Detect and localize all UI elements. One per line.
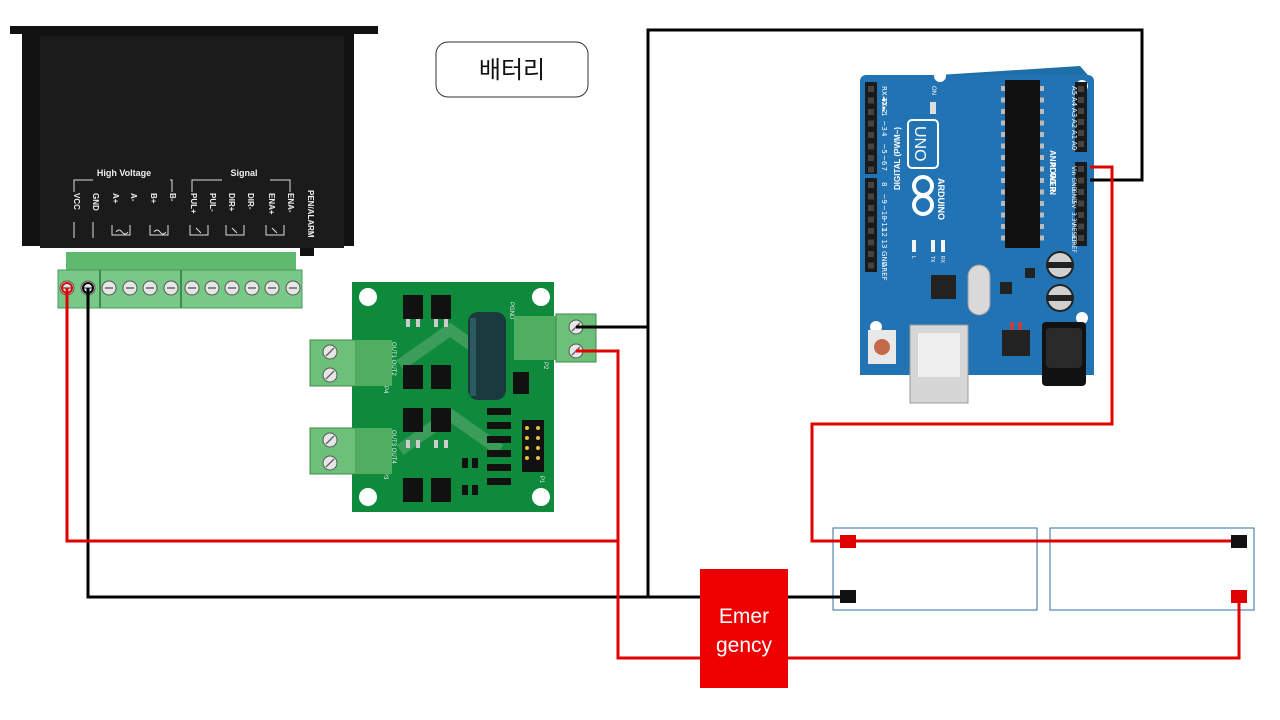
battery2-terminal-positive	[1231, 590, 1247, 603]
battery2-terminal-negative	[1231, 535, 1247, 548]
l-led-label: L	[910, 256, 916, 259]
high-voltage-label: High Voltage	[97, 168, 151, 178]
terminal-label-dir-minus: DIR-	[246, 193, 255, 210]
battery-label-box: 배터리	[435, 41, 589, 98]
power-pin-label: Vin	[1070, 166, 1077, 176]
emergency-label-line2: gency	[716, 634, 773, 657]
pen-alarm-label: PEN/ALARM	[306, 190, 315, 238]
digital-pin-label: ~9	[880, 194, 888, 204]
analog-in-label: ANALOG IN	[1048, 150, 1057, 195]
motor-driver-board: OUT1 OUT2 OUT3 OUT4 P4 P3 P2 P1 PGND	[309, 282, 597, 512]
battery-label: 배터리	[479, 56, 545, 84]
terminal-label-ena-minus: ENA-	[286, 193, 295, 213]
out34-label: OUT3 OUT4	[390, 430, 396, 464]
terminal-label-dir-plus: DIR+	[227, 193, 236, 212]
analog-pin-label: A1	[1070, 130, 1078, 139]
digital-pin-label: 2	[880, 109, 888, 113]
vin-wire-arduino-to-battery	[810, 165, 1239, 543]
analog-pin-label: A5	[1070, 86, 1078, 95]
tx-led-label: TX	[929, 256, 935, 263]
p2-label: P2	[542, 362, 548, 370]
p4-label: P4	[382, 386, 388, 394]
digital-pin-label: AREF	[880, 263, 888, 281]
terminal-label-a-minus: A-	[129, 193, 138, 202]
digital-pin-label: 13	[880, 240, 888, 249]
terminal-label-ena-plus: ENA+	[267, 193, 276, 215]
analog-pin-label: A4	[1070, 97, 1078, 107]
signal-label: Signal	[230, 168, 257, 178]
digital-pin-label: TX►1	[880, 97, 888, 117]
digital-pin-label: 4	[880, 132, 888, 137]
power-wire-through-emergency	[616, 541, 1241, 660]
digital-pin-label: 8	[880, 182, 888, 186]
gnd-wire-driver-to-battery	[86, 288, 848, 599]
power-pin-label: GND	[1070, 178, 1077, 192]
stepper-driver: High Voltage Signal VCC GND A+ A- B+ B- …	[10, 26, 378, 309]
terminal-label-b-minus: B-	[168, 193, 177, 202]
digital-pin-label: ~6	[880, 155, 888, 166]
digital-pin-label: ~10	[880, 205, 888, 220]
gnd-wire-board-to-arduino	[576, 28, 1144, 329]
analog-pin-label: A0	[1070, 141, 1078, 150]
digital-label: DIGITAL (PWM~)	[893, 127, 902, 190]
on-label: ON	[930, 86, 936, 95]
digital-pin-label: 7	[880, 167, 888, 171]
power-pin-label: GND	[1070, 189, 1077, 203]
terminal-label-gnd: GND	[91, 193, 100, 211]
uno-label: UNO	[911, 126, 928, 162]
out12-label: OUT1 OUT2	[390, 342, 396, 376]
p3-label: P3	[382, 472, 388, 480]
digital-pin-label: 12	[880, 228, 888, 237]
digital-pin-label: ~11	[880, 217, 888, 232]
digital-pin-label: ~3	[880, 121, 888, 131]
analog-pin-label: A2	[1070, 119, 1078, 128]
emergency-stop-button: Emer gency	[700, 569, 788, 688]
p1-label: P1	[538, 476, 544, 484]
arduino-brand-label: ARDUINO	[936, 178, 946, 220]
emergency-label-line1: Emer	[719, 605, 769, 628]
terminal-label-vcc: VCC	[72, 193, 81, 210]
rx-led-label: RX	[939, 256, 945, 264]
power-pin-label: 5V	[1070, 201, 1077, 210]
battery-terminal-positive	[840, 535, 856, 548]
pgnd-label: PGND	[508, 302, 514, 320]
digital-pin-label: ~5	[880, 144, 888, 154]
terminal-label-b-plus: B+	[149, 193, 158, 204]
power-pin-label: IOREF	[1070, 235, 1077, 253]
power-pin-label: RESET	[1070, 224, 1077, 244]
power-label: POWER	[1048, 162, 1057, 192]
analog-pin-label: A3	[1070, 108, 1078, 117]
terminal-label-a-plus: A+	[111, 193, 120, 204]
terminal-label-pul-plus: PUL+	[189, 193, 198, 214]
digital-pin-label: RX◄0	[880, 86, 888, 106]
power-pin-label: 3.3V	[1070, 212, 1077, 227]
battery-terminal-negative	[840, 590, 856, 603]
terminal-label-pul-minus: PUL-	[208, 193, 217, 212]
digital-pin-label: GND	[880, 251, 888, 267]
